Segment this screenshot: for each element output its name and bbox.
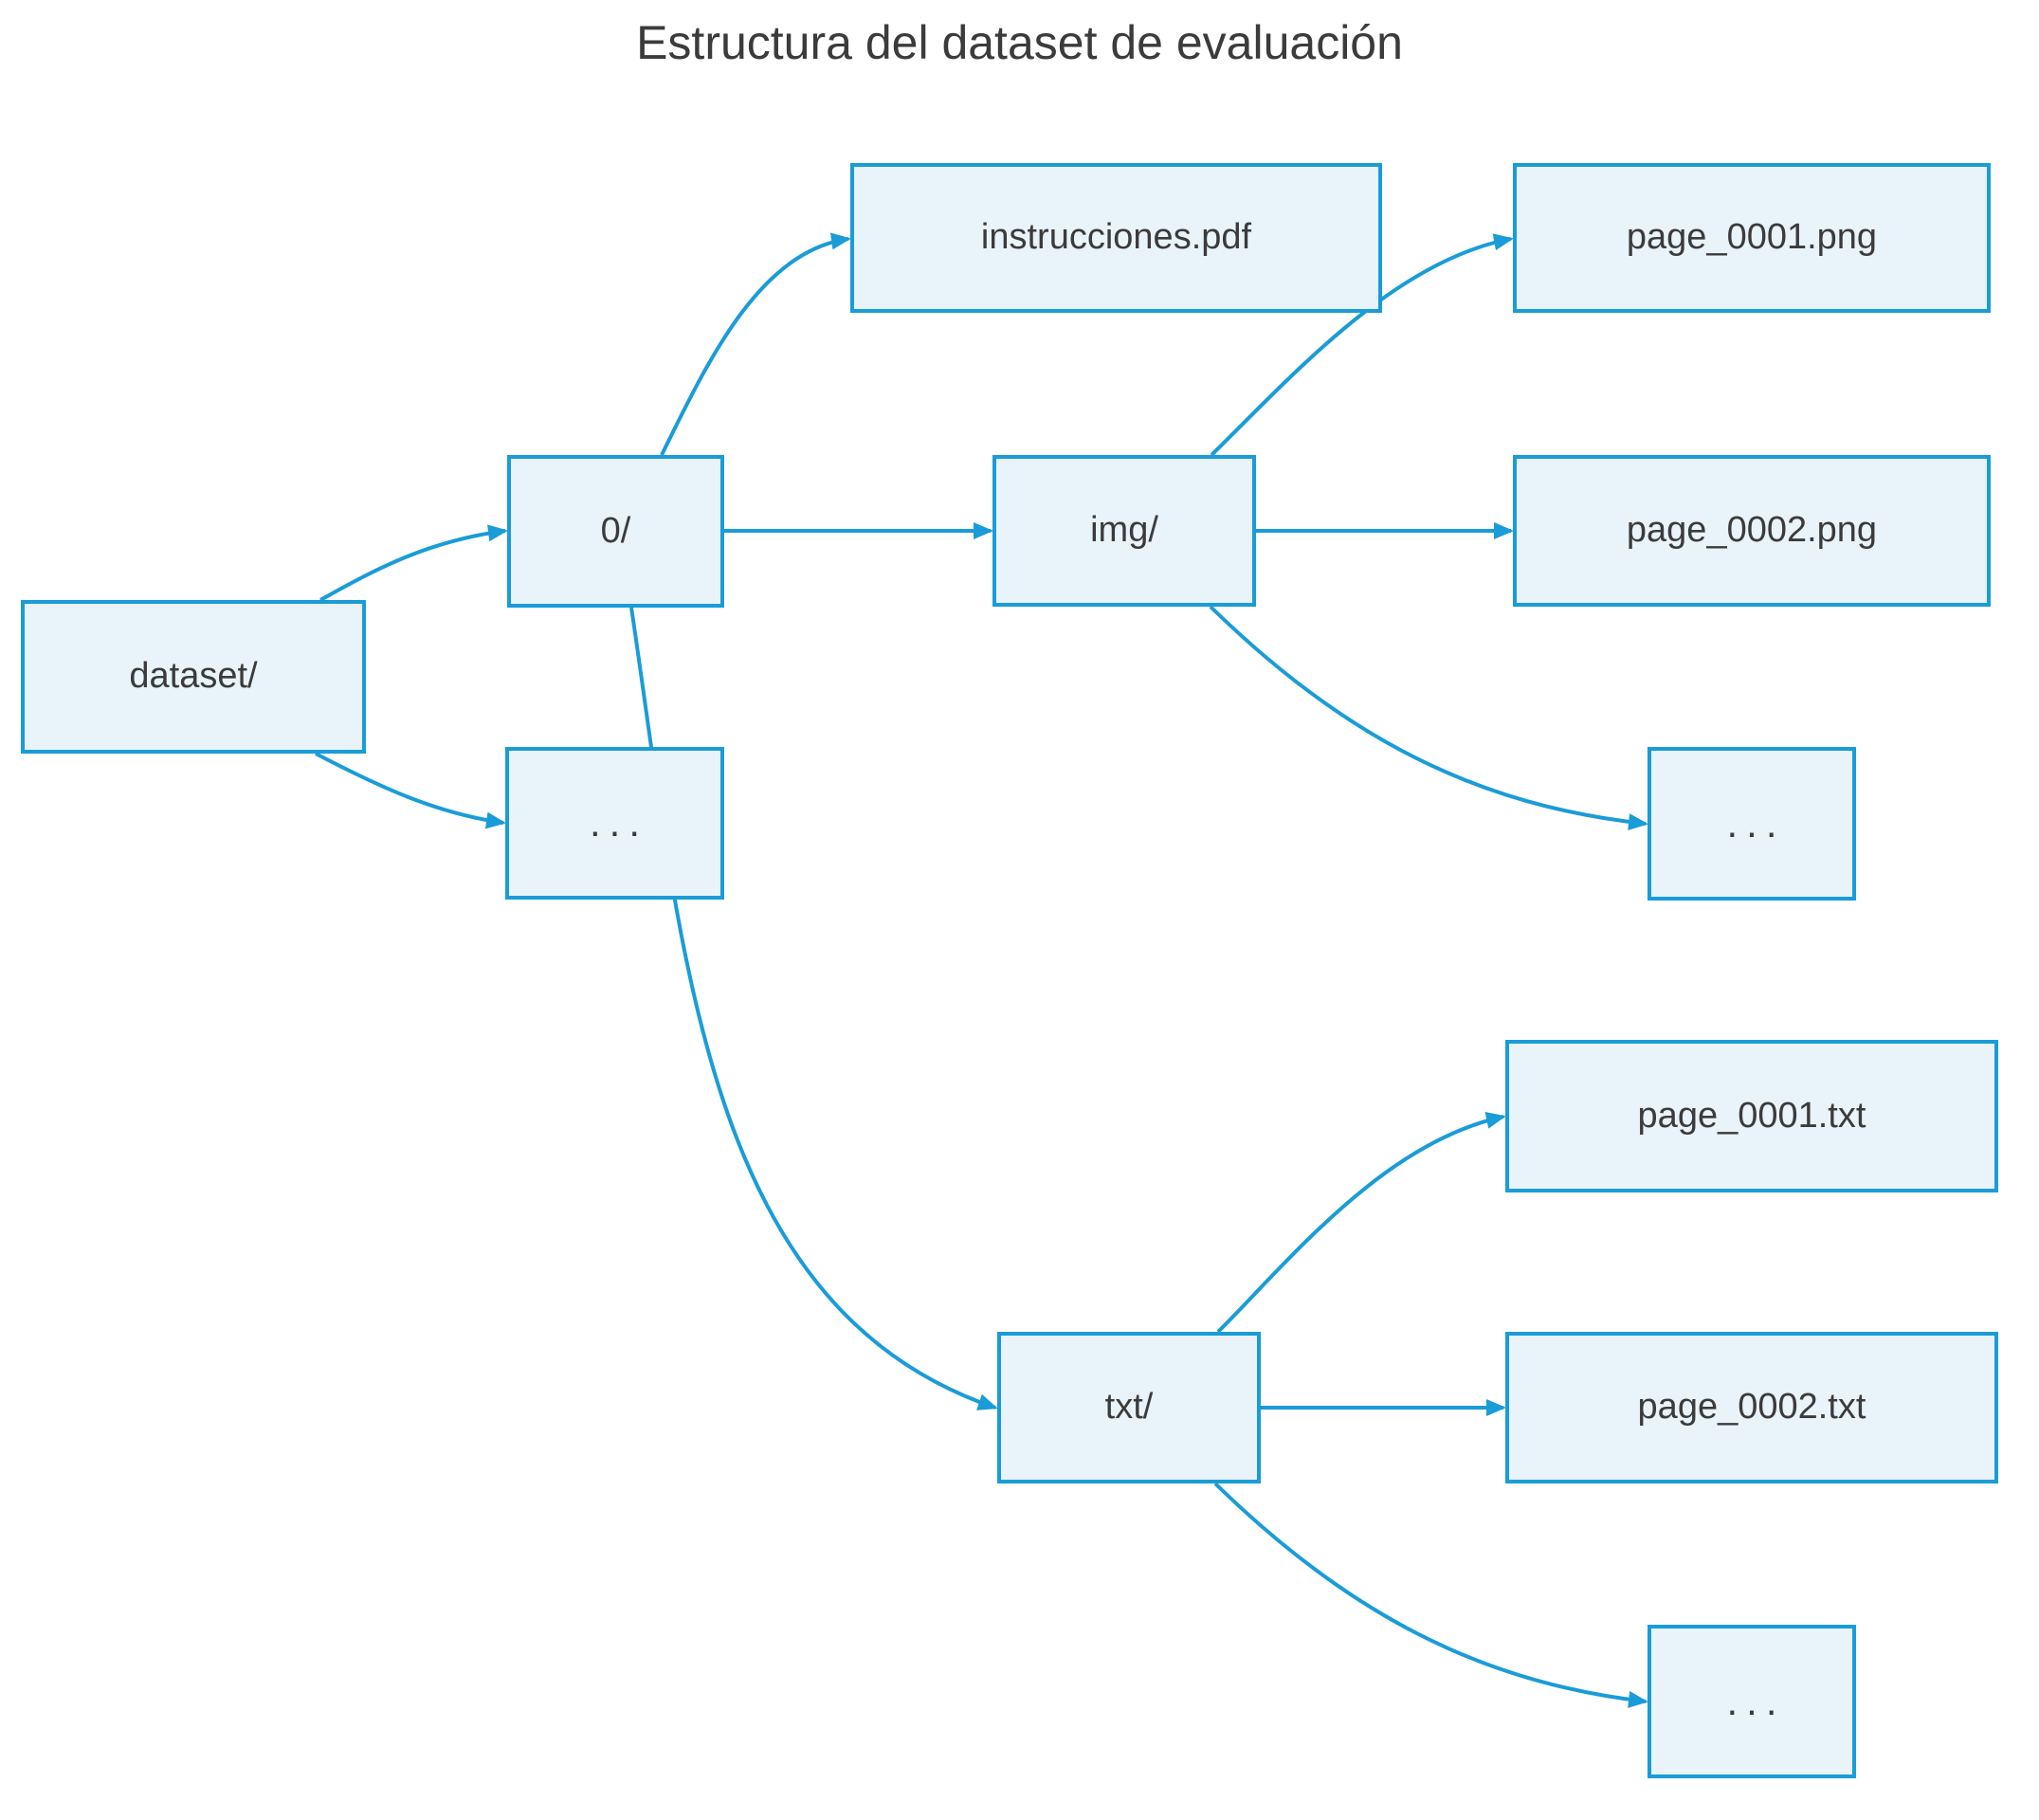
edge-dataset-n0 xyxy=(319,524,508,602)
node-dots2: ... xyxy=(1648,747,1856,901)
node-label: page_0002.png xyxy=(1626,510,1878,551)
node-png1: page_0001.png xyxy=(1513,163,1991,313)
edge-n0-txt xyxy=(629,607,998,1410)
node-label: instrucciones.pdf xyxy=(980,217,1252,258)
node-label: 0/ xyxy=(600,510,631,551)
edge-img-dots2 xyxy=(1209,605,1648,831)
node-dots3: ... xyxy=(1648,1625,1856,1778)
node-instr: instrucciones.pdf xyxy=(850,163,1382,313)
node-png2: page_0002.png xyxy=(1513,455,1991,607)
node-label: page_0001.png xyxy=(1626,217,1878,258)
node-dataset: dataset/ xyxy=(21,600,366,754)
node-label: ... xyxy=(1726,800,1786,846)
node-label: txt/ xyxy=(1104,1387,1154,1428)
node-n0: 0/ xyxy=(507,455,724,608)
node-txt: txt/ xyxy=(997,1332,1261,1483)
node-label: dataset/ xyxy=(129,656,258,697)
edge-dataset-dots1 xyxy=(315,752,506,829)
node-dots1: ... xyxy=(505,747,724,900)
node-label: page_0001.txt xyxy=(1637,1095,1866,1136)
node-label: ... xyxy=(589,800,648,846)
node-label: img/ xyxy=(1090,510,1158,551)
node-label: ... xyxy=(1726,1678,1786,1723)
node-img: img/ xyxy=(992,455,1256,607)
edge-txt-txt1 xyxy=(1216,1111,1506,1334)
edge-img-png1 xyxy=(1210,233,1514,457)
node-txt1: page_0001.txt xyxy=(1505,1040,1998,1192)
edge-n0-instr xyxy=(660,232,851,456)
edge-txt-dots3 xyxy=(1213,1482,1648,1708)
node-txt2: page_0002.txt xyxy=(1505,1332,1998,1483)
node-label: page_0002.txt xyxy=(1637,1387,1866,1428)
diagram-title: Estructura del dataset de evaluación xyxy=(636,16,1403,69)
